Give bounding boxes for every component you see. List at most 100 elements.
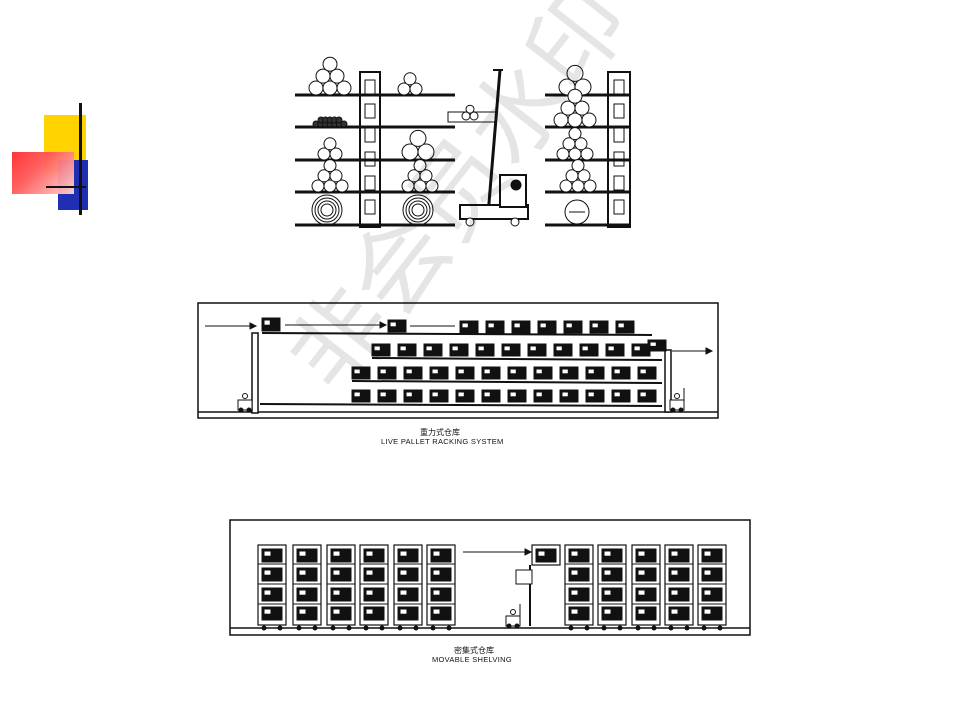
rack-wheel (584, 625, 590, 631)
pipe (583, 179, 597, 193)
movable-shelving-figure (229, 519, 751, 636)
pipe (580, 147, 594, 161)
pallet-label (509, 391, 517, 398)
pallet-label (432, 589, 441, 596)
pallet-label (570, 589, 579, 596)
pipe (577, 169, 591, 183)
pallet-label (332, 569, 341, 576)
forklift-load-frame (515, 569, 533, 585)
pallet-label (587, 391, 595, 398)
pallet-label (399, 589, 408, 596)
pipe (413, 159, 427, 173)
pallet-label (298, 569, 307, 576)
arrow-head (705, 347, 714, 355)
pallet-label (670, 550, 679, 557)
mobile-rack (697, 544, 727, 626)
pipe (566, 64, 584, 82)
pallet-label (613, 391, 621, 398)
pallet-label (487, 322, 495, 329)
coil (320, 203, 334, 217)
pipe (323, 159, 337, 173)
coil (402, 194, 434, 226)
pallet-label (529, 345, 537, 352)
mobile-rack (326, 544, 356, 626)
rack-wheel (617, 625, 623, 631)
figure-caption-en: LIVE PALLET RACKING SYSTEM (381, 437, 504, 446)
pallet-label (703, 589, 712, 596)
rack-column-slot (364, 199, 376, 215)
pipe (323, 137, 337, 151)
mobile-rack (393, 544, 423, 626)
pallet-label (513, 322, 521, 329)
pallet-label (298, 608, 307, 615)
pallet-label (555, 345, 563, 352)
pallet-label (379, 368, 387, 375)
rack-column-slot (613, 103, 625, 119)
pallet-label (353, 368, 361, 375)
pipe (465, 104, 475, 114)
pallet-label (432, 550, 441, 557)
rack-column-slot (364, 103, 376, 119)
rack-wheel (635, 625, 641, 631)
pallet-label (503, 345, 511, 352)
rack-wheel (701, 625, 707, 631)
pallet-label (670, 589, 679, 596)
pallet-label (670, 569, 679, 576)
coil (411, 203, 425, 217)
pipe (322, 56, 338, 72)
rack-column-slot (364, 175, 376, 191)
forklift-wheel (510, 217, 520, 227)
pipe (329, 68, 345, 84)
rack-wheel (430, 625, 436, 631)
pallet-label (263, 589, 272, 596)
gravity-lane (259, 403, 663, 407)
pallet-label (581, 345, 589, 352)
pipe (581, 112, 597, 128)
figure-caption-cn: 密集式仓库 (454, 646, 494, 655)
pallet-label (332, 589, 341, 596)
pallet-label (365, 608, 374, 615)
material-pile (335, 116, 343, 124)
pallet-label (535, 391, 543, 398)
pipe (568, 127, 582, 141)
forklift-operator (674, 393, 680, 399)
pallet-label (637, 569, 646, 576)
rack-wheel (330, 625, 336, 631)
mobile-rack (631, 544, 661, 626)
figure-frame (197, 302, 719, 419)
forklift-cabin (499, 174, 527, 208)
pallet-label (639, 368, 647, 375)
rack-wheel (651, 625, 657, 631)
coil (311, 194, 343, 226)
pallet-label (587, 368, 595, 375)
pallet-label (405, 368, 413, 375)
pallet-label (263, 608, 272, 615)
forklift-operator (510, 179, 522, 191)
mobile-rack (292, 544, 322, 626)
pallet-label (477, 345, 485, 352)
pallet-label (405, 391, 413, 398)
forklift-wheel (238, 407, 244, 413)
pallet-label (633, 345, 641, 352)
forklift-wheel (246, 407, 252, 413)
mobile-rack (664, 544, 694, 626)
pallet-label (389, 321, 397, 328)
pallet-label (703, 569, 712, 576)
pallet-label (483, 391, 491, 398)
pallet-label (637, 550, 646, 557)
pipe (335, 179, 349, 193)
arrow-head (379, 321, 388, 329)
pallet-label (637, 589, 646, 596)
pallet-label (432, 569, 441, 576)
pipe (329, 169, 343, 183)
rack-wheel (312, 625, 318, 631)
pipe (419, 169, 433, 183)
pallet-label (607, 345, 615, 352)
pipe (574, 100, 590, 116)
live-pallet-figure (197, 302, 719, 419)
forklift-operator (242, 393, 248, 399)
gravity-lane (351, 380, 663, 384)
coil (317, 200, 337, 220)
gravity-lane (261, 332, 653, 336)
